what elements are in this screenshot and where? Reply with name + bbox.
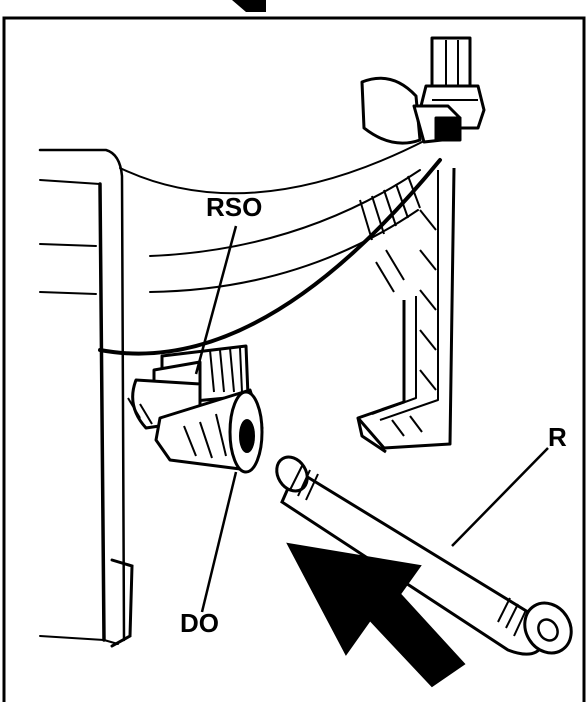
rim-hatching xyxy=(359,175,421,293)
valve-hatching xyxy=(127,347,243,425)
bracket xyxy=(356,167,456,454)
label-do: DO xyxy=(180,608,219,638)
upper-valve xyxy=(360,36,486,145)
frame-border xyxy=(2,16,586,707)
cropped-text-fragment xyxy=(232,0,266,12)
leader-r xyxy=(451,447,549,547)
tank-rim xyxy=(98,139,442,356)
label-r: R xyxy=(548,422,567,452)
label-rso: RSO xyxy=(206,192,263,222)
pipe-nipple xyxy=(275,455,573,656)
leader-do xyxy=(200,471,238,613)
leader-lines xyxy=(194,225,549,613)
bracket-hatching xyxy=(391,209,437,437)
drain-valve xyxy=(131,344,264,474)
direction-arrow xyxy=(286,542,466,688)
tank-body xyxy=(38,148,134,648)
leader-rso xyxy=(194,225,238,375)
